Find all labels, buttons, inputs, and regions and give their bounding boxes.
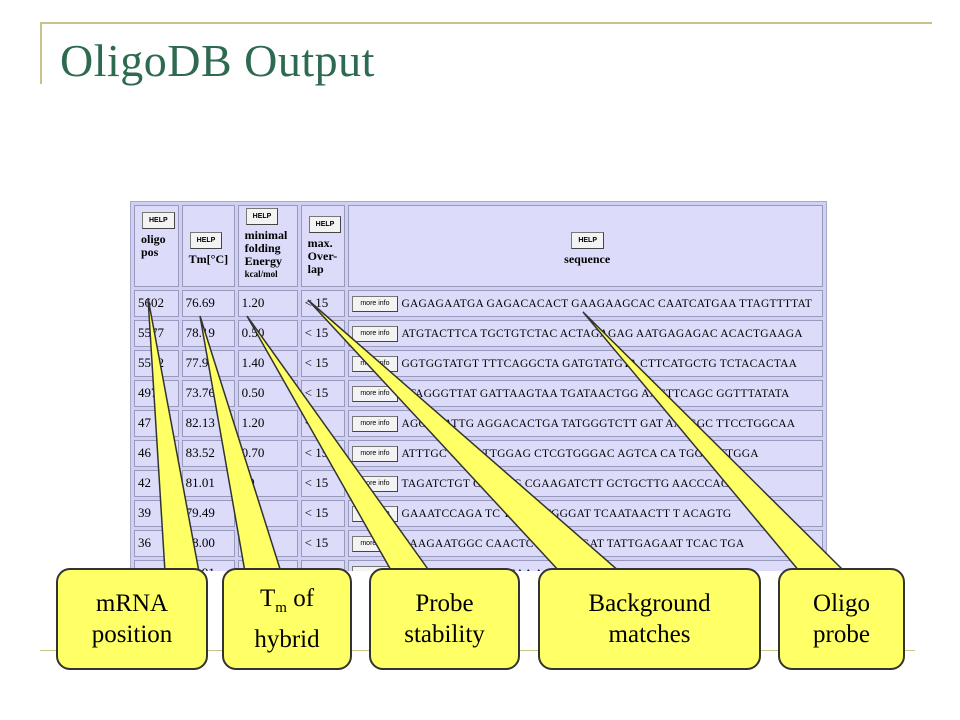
pointer-probe-stability [246, 315, 432, 573]
table-header-row: HELP oligo pos HELP Tm[°C] HELP minimal … [134, 205, 823, 287]
header-label: sequence [564, 252, 611, 266]
help-button-energy[interactable]: HELP [245, 208, 279, 225]
callout-line: Oligo [813, 590, 870, 617]
callout-line: Background [588, 590, 711, 617]
callout-line: of [286, 585, 315, 612]
cell-overlap: < 15 [300, 350, 346, 377]
header-unit: kcal/mol [244, 269, 278, 279]
callout-line: T [259, 585, 276, 612]
slide-frame-left [40, 22, 42, 84]
header-oligo-pos: HELP oligo pos [134, 205, 179, 287]
callout-line: mRNA [95, 590, 169, 617]
cell-energy: 1.20 [237, 410, 298, 437]
callout-line: Probe [415, 590, 474, 617]
cell-tm: 76.69 [181, 290, 235, 317]
more-info-button[interactable]: more info [352, 386, 398, 403]
callout-probe-stability: Probe stability [369, 568, 520, 670]
help-button-oligo-pos[interactable]: HELP [142, 212, 175, 229]
cell-tm: 81.01 [181, 470, 235, 497]
pointer-background-matches [307, 299, 623, 573]
callout-subscript: m [275, 600, 287, 616]
oligo-sequence: TTAGGGTTAT GATTAAGTAA TGATAACTGG AACTTCA… [401, 388, 790, 400]
slide-title: OligoDB Output [60, 35, 375, 86]
more-info-button[interactable]: more info [352, 296, 398, 313]
header-label: minimal folding Energy [244, 228, 288, 268]
header-sequence: HELP sequence [348, 205, 823, 287]
callout-tm-hybrid: Tm of hybrid [222, 568, 352, 670]
more-info-button[interactable]: more info [352, 326, 398, 343]
cell-overlap: < 15 [300, 500, 346, 527]
callout-oligo-probe: Oligo probe [778, 568, 905, 670]
callout-line: stability [404, 621, 485, 648]
callout-line: hybrid [254, 626, 320, 653]
oligo-sequence: GAGAGAATGA GAGACACACT GAAGAAGCAC CAATCAT… [401, 298, 812, 310]
header-energy: HELP minimal folding Energy kcal/mol [237, 205, 298, 287]
header-tm: HELP Tm[°C] [181, 205, 235, 287]
help-button-sequence[interactable]: HELP [571, 232, 604, 249]
callout-line: probe [813, 621, 870, 648]
header-overlap: HELP max. Over-lap [300, 205, 346, 287]
cell-oligo-pos: 5602 [134, 290, 179, 317]
cell-energy: 1.20 [237, 290, 298, 317]
callout-line: matches [608, 621, 691, 648]
help-button-overlap[interactable]: HELP [308, 216, 342, 233]
cell-overlap: < 15 [300, 530, 346, 557]
cell-energy: 0.70 [237, 440, 298, 467]
header-label: max. Over-lap [307, 236, 338, 276]
slide-frame-top [40, 22, 932, 24]
oligo-sequence: ATTTGC GGAATTGGAG CTCGTGGGAC AGTCA CA TG… [401, 448, 759, 460]
header-label: oligo pos [141, 232, 166, 259]
callout-line: position [91, 621, 173, 648]
pointer-mrna-position [147, 297, 200, 573]
header-label: Tm[°C] [188, 252, 229, 266]
cell-overlap: < 15 [300, 320, 346, 347]
more-info-button[interactable]: more info [352, 446, 398, 463]
oligo-sequence: GAAATCCAGA TC T GTCTTGGGAT TCAATAACTT T … [401, 508, 732, 520]
callout-mrna-position: mRNA position [56, 568, 208, 670]
oligo-sequence: GGTGGTATGT TTTCAGGCTA GATGTATGTA CTTCATG… [401, 358, 798, 370]
callout-background-matches: Background matches [538, 568, 761, 670]
pointer-oligo-probe [582, 311, 847, 573]
help-button-tm[interactable]: HELP [189, 232, 223, 249]
more-info-button[interactable]: more info [352, 416, 398, 433]
